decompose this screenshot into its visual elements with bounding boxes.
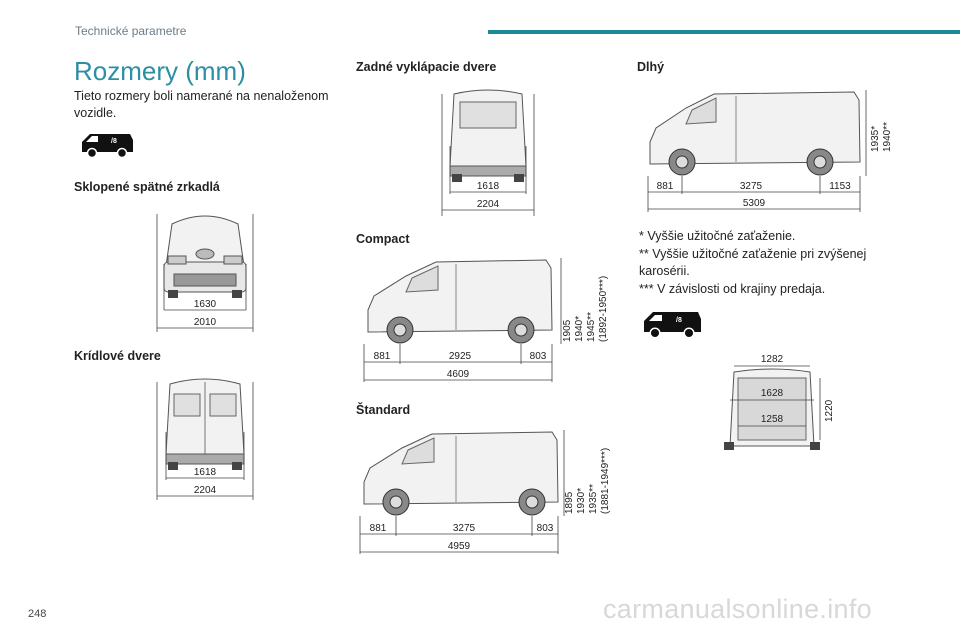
section-long-heading: Dlhý <box>637 60 665 74</box>
long-height-1: 1935* <box>870 126 881 152</box>
side-view-long-diagram: 1935* 1940** 881 3275 1153 5309 <box>647 90 893 212</box>
watermark: carmanualsonline.info <box>603 594 872 624</box>
section-wing-doors-heading: Krídlové dvere <box>74 349 161 363</box>
side-view-standard-diagram: 1895 1930* 1935** (1881-1949***) 881 327… <box>359 430 611 554</box>
section-standard-heading: Štandard <box>356 403 411 417</box>
van-icon: /8 <box>82 134 133 159</box>
standard-height-4: (1881-1949***) <box>600 448 611 514</box>
long-front-overhang: 881 <box>657 181 674 192</box>
standard-wheelbase: 3275 <box>453 523 476 534</box>
section-mirrors-heading: Sklopené spätné zrkadlá <box>74 180 220 194</box>
rear-view-wing-doors-diagram: 1618 2204 <box>156 378 254 500</box>
tailgate-inner-width: 1618 <box>477 181 500 192</box>
standard-rear-overhang: 803 <box>537 523 554 534</box>
cargo-height: 1220 <box>824 399 835 422</box>
side-view-compact-diagram: 1905 1940* 1945** (1892-1950***) 881 292… <box>363 258 609 382</box>
mirrors-outer-width: 2010 <box>194 317 217 328</box>
section-tailgate-heading: Zadné vyklápacie dvere <box>356 60 497 74</box>
standard-height-3: 1935** <box>588 484 599 514</box>
compact-wheelbase: 2925 <box>449 351 472 362</box>
compact-total-length: 4609 <box>447 369 470 380</box>
wing-doors-outer-width: 2204 <box>194 485 217 496</box>
intro-text: Tieto rozmery boli namerané na nenaložen… <box>74 89 329 120</box>
long-height-2: 1940** <box>882 122 893 152</box>
footnotes: * Vyššie užitočné zaťaženie. ** Vyššie u… <box>639 228 889 298</box>
svg-text:/8: /8 <box>676 317 682 324</box>
long-total-length: 5309 <box>743 198 766 209</box>
cargo-bottom-width: 1258 <box>761 414 784 425</box>
footnote-4: *** V závislosti od krajiny predaja. <box>639 281 826 296</box>
rear-view-tailgate-diagram: 1618 2204 <box>441 89 535 216</box>
compact-height-1: 1905 <box>562 319 573 342</box>
long-wheelbase: 3275 <box>740 181 763 192</box>
compact-height-4: (1892-1950***) <box>598 276 609 342</box>
compact-height-2: 1940* <box>574 316 585 342</box>
wing-doors-inner-width: 1618 <box>194 467 217 478</box>
cargo-area-diagram: 1282 1628 1258 1220 <box>724 354 835 450</box>
tailgate-outer-width: 2204 <box>477 199 500 210</box>
standard-front-overhang: 881 <box>370 523 387 534</box>
van-icon: /8 <box>644 312 701 339</box>
compact-front-overhang: 881 <box>374 351 391 362</box>
header-section-title: Technické parametre <box>75 24 187 38</box>
standard-height-2: 1930* <box>576 488 587 514</box>
header-accent-bar <box>488 30 960 34</box>
footnote-3: karosérii. <box>639 264 690 278</box>
cargo-top-width: 1282 <box>761 354 784 365</box>
mirrors-inner-width: 1630 <box>194 299 217 310</box>
long-rear-overhang: 1153 <box>829 181 851 192</box>
compact-height-3: 1945** <box>586 312 597 342</box>
page-number: 248 <box>28 608 47 620</box>
standard-total-length: 4959 <box>448 541 471 552</box>
svg-text:/8: /8 <box>111 138 117 145</box>
cargo-middle-width: 1628 <box>761 388 784 399</box>
section-compact-heading: Compact <box>356 232 410 246</box>
front-view-diagram: 1630 2010 <box>156 214 254 332</box>
footnote-1: * Vyššie užitočné zaťaženie. <box>639 229 796 243</box>
standard-height-1: 1895 <box>564 491 575 514</box>
footnote-2: ** Vyššie užitočné zaťaženie pri zvýšene… <box>639 246 867 261</box>
compact-rear-overhang: 803 <box>530 351 547 362</box>
page-title: Rozmery (mm) <box>74 56 246 86</box>
